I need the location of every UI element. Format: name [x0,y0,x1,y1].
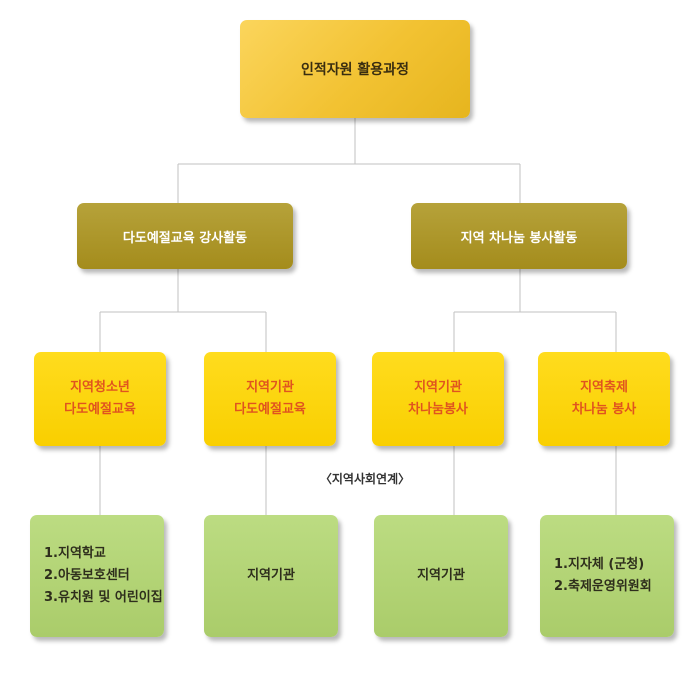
branch-lecture-label: 다도예절교육 강사활동 [122,230,248,246]
branch-volunteer: 지역 차나눔 봉사활동 [411,203,627,269]
connector-root-branches [177,118,521,203]
target-line: 지역기관 [417,568,465,583]
target-agency-left: 지역기관 [204,515,338,637]
community-link-label: 〈지역사회연계〉 [319,472,411,486]
target-line: 지역기관 [247,568,295,583]
branch-lecture: 다도예절교육 강사활동 [77,203,293,269]
program-agency-tea-etiquette: 지역기관 다도예절교육 [204,352,336,446]
program-festival-tea-sharing: 지역축제 차나눔 봉사 [538,352,670,446]
target-line: 3.유치원 및 어린이집 [44,590,163,605]
branch-volunteer-label: 지역 차나눔 봉사활동 [460,230,578,246]
connector-left-programs [99,269,267,352]
program-line: 지역축제 [580,380,628,395]
program-line: 지역기관 [414,380,462,395]
target-line: 1.지자체 (군청) [554,557,645,572]
target-line: 2.아동보호센터 [44,568,130,583]
target-local-government: 1.지자체 (군청) 2.축제운영위원회 [540,515,674,637]
target-line: 2.축제운영위원회 [554,579,652,594]
program-line: 다도예절교육 [234,402,306,417]
program-agency-tea-sharing: 지역기관 차나눔봉사 [372,352,504,446]
root-node: 인적자원 활용과정 [240,20,470,118]
target-line: 1.지역학교 [44,546,106,561]
program-youth-tea-etiquette: 지역청소년 다도예절교육 [34,352,166,446]
program-line: 지역기관 [246,380,294,395]
program-line: 차나눔봉사 [408,402,468,417]
target-schools: 1.지역학교 2.아동보호센터 3.유치원 및 어린이집 [30,515,164,637]
program-line: 차나눔 봉사 [571,402,637,417]
connector-programs-targets [99,446,617,515]
root-label: 인적자원 활용과정 [301,62,409,78]
connector-right-programs [453,269,617,352]
target-agency-right: 지역기관 [374,515,508,637]
program-line: 지역청소년 [70,380,130,395]
program-line: 다도예절교육 [64,402,136,417]
